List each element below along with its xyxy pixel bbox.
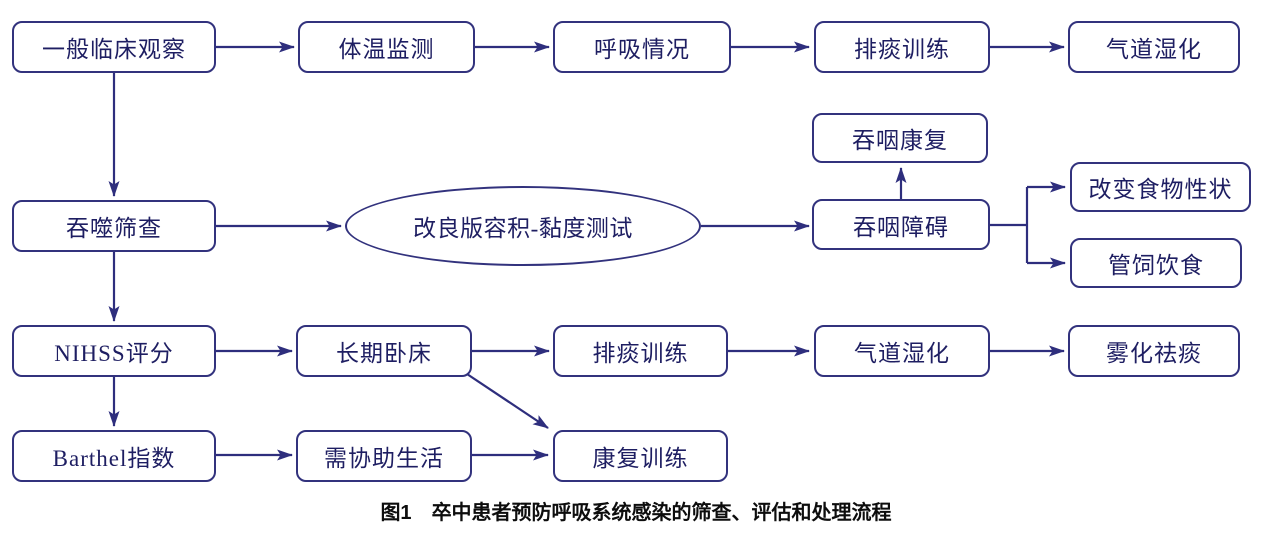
node-nihss-score: NIHSS评分 bbox=[12, 325, 216, 377]
node-modify-food-texture: 改变食物性状 bbox=[1070, 162, 1251, 212]
figure-caption: 图1 卒中患者预防呼吸系统感染的筛查、评估和处理流程 bbox=[0, 496, 1272, 525]
node-modified-volume-viscosity-test: 改良版容积-黏度测试 bbox=[345, 186, 701, 266]
node-general-clinical-observation: 一般临床观察 bbox=[12, 21, 216, 73]
node-airway-humidification-top: 气道湿化 bbox=[1068, 21, 1240, 73]
node-sputum-training-top: 排痰训练 bbox=[814, 21, 990, 73]
node-dysphagia: 吞咽障碍 bbox=[812, 199, 990, 250]
edge-arrow bbox=[466, 373, 549, 429]
node-breathing-status: 呼吸情况 bbox=[553, 21, 731, 73]
node-assisted-living-needed: 需协助生活 bbox=[296, 430, 472, 482]
node-sputum-training-mid: 排痰训练 bbox=[553, 325, 728, 377]
node-barthel-index: Barthel指数 bbox=[12, 430, 216, 482]
node-airway-humidification-mid: 气道湿化 bbox=[814, 325, 990, 377]
figure-caption-label: 图1 bbox=[380, 502, 412, 524]
node-swallowing-screening: 吞噬筛查 bbox=[12, 200, 216, 252]
node-long-term-bedridden: 长期卧床 bbox=[296, 325, 472, 377]
node-tube-feeding: 管饲饮食 bbox=[1070, 238, 1242, 288]
node-nebulized-expectorant: 雾化祛痰 bbox=[1068, 325, 1240, 377]
node-temperature-monitoring: 体温监测 bbox=[298, 21, 475, 73]
node-rehabilitation-training: 康复训练 bbox=[553, 430, 728, 482]
node-swallowing-rehabilitation: 吞咽康复 bbox=[812, 113, 988, 163]
figure-caption-title: 卒中患者预防呼吸系统感染的筛查、评估和处理流程 bbox=[431, 502, 892, 524]
